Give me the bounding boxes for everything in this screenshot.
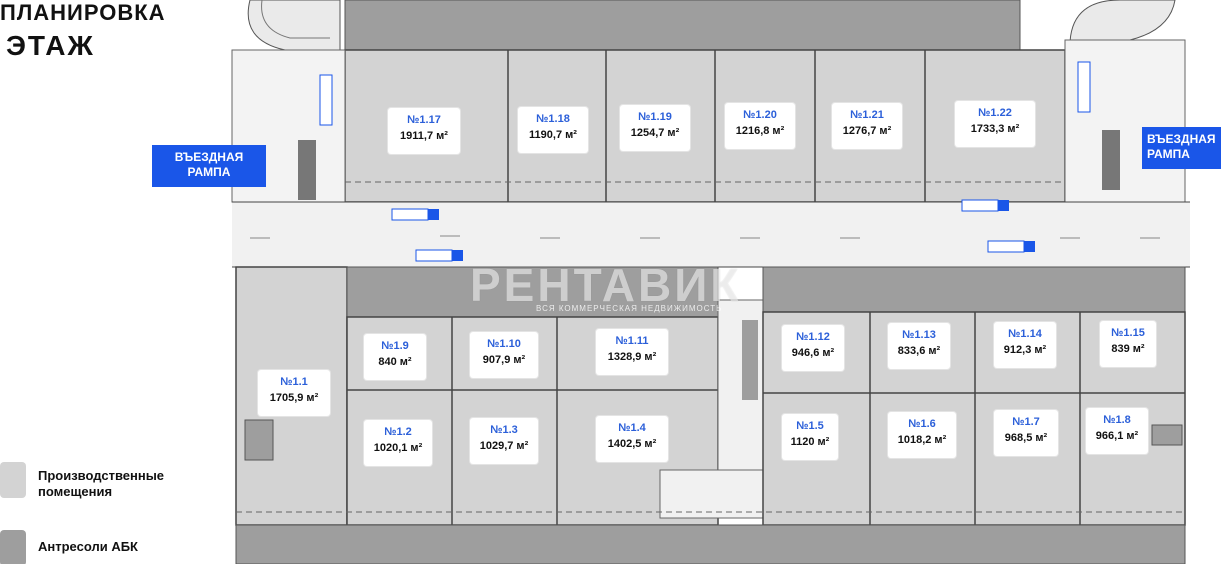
unit-area: 1328,9 м² xyxy=(607,351,657,363)
unit-number: №1.20 xyxy=(743,109,777,121)
unit-number: №1.4 xyxy=(618,422,646,434)
unit-number: №1.6 xyxy=(908,418,936,430)
legend-swatch-mezzanine xyxy=(0,530,26,564)
unit-1-19[interactable]: №1.19 1254,7 м² xyxy=(620,105,690,151)
unit-number: №1.15 xyxy=(1111,327,1145,339)
bottom-right-production-block xyxy=(762,266,1186,526)
unit-1-11[interactable]: №1.11 1328,9 м² xyxy=(596,329,668,375)
unit-1-14[interactable]: №1.14 912,3 м² xyxy=(994,322,1056,368)
legend-label-production: Производственные помещения xyxy=(38,468,165,499)
unit-number: №1.22 xyxy=(978,107,1012,119)
unit-1-20[interactable]: №1.20 1216,8 м² xyxy=(725,103,795,149)
unit-1-7[interactable]: №1.7 968,5 м² xyxy=(994,410,1058,456)
unit-1-10[interactable]: №1.10 907,9 м² xyxy=(470,332,538,378)
unit-number: №1.2 xyxy=(384,426,412,438)
unit-1-22[interactable]: №1.22 1733,3 м² xyxy=(955,101,1035,147)
unit-area: 1705,9 м² xyxy=(269,392,319,404)
ramp-label-left: ВЪЕЗДНАЯ РАМПА xyxy=(152,145,266,187)
unit-1-6[interactable]: №1.6 1018,2 м² xyxy=(888,412,956,458)
unit-area: 1911,7 м² xyxy=(400,130,448,142)
plan-title: ПЛАНИРОВКА xyxy=(0,0,166,25)
unit-area: 912,3 м² xyxy=(1003,344,1047,356)
floor-title: ЭТАЖ xyxy=(6,30,95,61)
unit-1-17[interactable]: №1.17 1911,7 м² xyxy=(388,108,460,154)
unit-1-13[interactable]: №1.13 833,6 м² xyxy=(888,323,950,369)
legend-swatch-production xyxy=(0,462,26,498)
unit-1-1[interactable]: №1.1 1705,9 м² xyxy=(258,370,330,416)
unit-area: 966,1 м² xyxy=(1095,430,1139,442)
ramp-label-right: ВЪЕЗДНАЯ РАМПА xyxy=(1142,127,1221,169)
unit-number: №1.7 xyxy=(1012,416,1040,428)
unit-area: 1276,7 м² xyxy=(842,125,892,137)
unit-number: №1.8 xyxy=(1103,414,1131,426)
right-ramp-drawing xyxy=(1064,0,1186,203)
unit-area: 968,5 м² xyxy=(1004,432,1048,444)
unit-1-12[interactable]: №1.12 946,6 м² xyxy=(782,325,844,371)
bottom-mezzanine-row xyxy=(235,511,1186,564)
unit-number: №1.21 xyxy=(850,109,884,121)
unit-area: 833,6 м² xyxy=(897,345,941,357)
unit-area: 1120 м² xyxy=(790,436,830,448)
unit-number: №1.11 xyxy=(615,335,649,347)
unit-number: №1.13 xyxy=(902,329,936,341)
ramp-right-text: ВЪЕЗДНАЯ РАМПА xyxy=(1147,132,1216,161)
unit-number: №1.3 xyxy=(490,424,518,436)
unit-number: №1.17 xyxy=(407,114,441,126)
unit-1-15[interactable]: №1.15 839 м² xyxy=(1100,321,1156,367)
unit-1-4[interactable]: №1.4 1402,5 м² xyxy=(596,416,668,462)
unit-area: 1733,3 м² xyxy=(970,123,1020,135)
unit-number: №1.19 xyxy=(638,111,672,123)
unit-1-18[interactable]: №1.18 1190,7 м² xyxy=(518,107,588,153)
watermark-brand: РЕНТАВИК xyxy=(470,259,742,311)
unit-area: 1254,7 м² xyxy=(630,127,680,139)
unit-number: №1.10 xyxy=(487,338,521,350)
unit-area: 946,6 м² xyxy=(791,347,835,359)
legend-label-mezzanine: Антресоли АБК xyxy=(38,539,138,554)
unit-1-21[interactable]: №1.21 1276,7 м² xyxy=(832,103,902,149)
unit-number: №1.12 xyxy=(796,331,830,343)
unit-number: №1.1 xyxy=(280,376,308,388)
unit-1-3[interactable]: №1.3 1029,7 м² xyxy=(470,418,538,464)
unit-area: 1020,1 м² xyxy=(373,442,423,454)
unit-area: 1029,7 м² xyxy=(479,440,529,452)
unit-area: 1018,2 м² xyxy=(897,434,947,446)
unit-number: №1.9 xyxy=(381,340,409,352)
unit-1-2[interactable]: №1.2 1020,1 м² xyxy=(364,420,432,466)
top-mezzanine-row xyxy=(344,0,1021,51)
unit-area: 839 м² xyxy=(1111,343,1145,355)
unit-area: 840 м² xyxy=(378,356,412,368)
unit-1-9[interactable]: №1.9 840 м² xyxy=(364,334,426,380)
top-production-block xyxy=(344,49,1066,203)
unit-area: 1190,7 м² xyxy=(529,129,577,141)
unit-area: 1216,8 м² xyxy=(735,125,785,137)
unit-area: 907,9 м² xyxy=(482,354,526,366)
unit-1-8[interactable]: №1.8 966,1 м² xyxy=(1086,408,1148,454)
unit-area: 1402,5 м² xyxy=(607,438,657,450)
unit-number: №1.5 xyxy=(796,420,824,432)
unit-number: №1.18 xyxy=(536,113,570,125)
central-service-strip xyxy=(717,299,764,471)
watermark-tagline: ВСЯ КОММЕРЧЕСКАЯ НЕДВИЖИМОСТЬ xyxy=(536,304,723,313)
ramp-left-text: ВЪЕЗДНАЯ РАМПА xyxy=(174,150,244,179)
unit-1-5[interactable]: №1.5 1120 м² xyxy=(782,414,838,460)
unit-number: №1.14 xyxy=(1008,328,1042,340)
corridor xyxy=(232,199,1190,268)
